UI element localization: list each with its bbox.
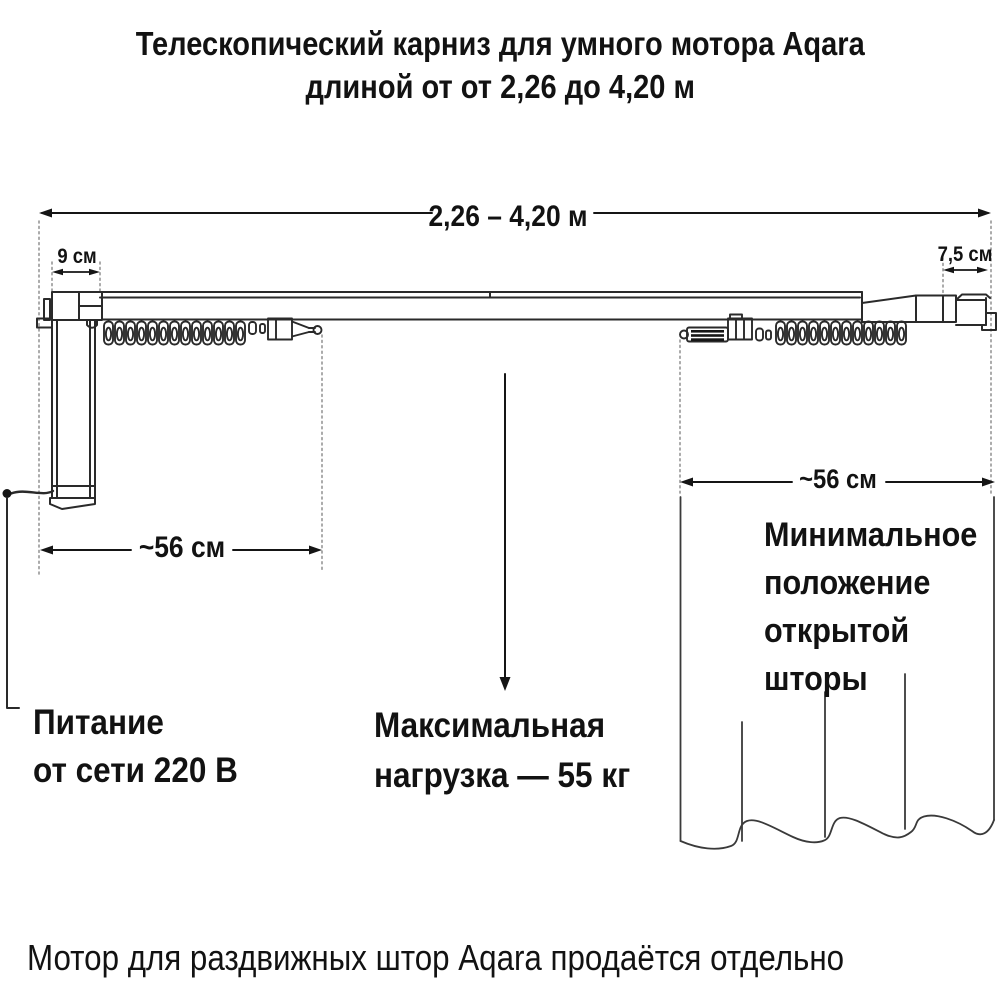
title-line2: длиной от от 2,26 до 4,20 м	[305, 68, 695, 105]
curtain-hem-wave	[679, 814, 995, 850]
dimension-arrow-left	[39, 208, 52, 218]
belt-runner-right	[679, 313, 772, 343]
motor-latch	[86, 319, 98, 329]
power-leader-line	[6, 497, 20, 709]
left-offset-label: 9 см	[57, 245, 97, 268]
right-min-stack-label: ~56 см	[799, 464, 877, 494]
power-supply-label: Питание от сети 220 В	[33, 703, 238, 790]
max-load-arrow	[499, 373, 511, 691]
power-cord	[2, 489, 55, 498]
dimension-line-7-5cm	[943, 266, 988, 274]
down-arrow-icon	[499, 677, 511, 691]
footer-note: Мотор для раздвижных штор Aqara продаётс…	[27, 937, 845, 978]
extension-lines	[38, 220, 992, 575]
right-offset-label: 7,5 см	[937, 243, 993, 266]
curtain-gliders-right	[775, 320, 907, 346]
motor-unit	[49, 319, 96, 510]
dimension-line-56cm-left	[40, 545, 322, 555]
page-title: Телескопический карниз для умного мотора…	[0, 22, 1000, 108]
title-line1: Телескопический карниз для умного мотора…	[135, 25, 865, 62]
dimension-line-overall	[39, 208, 991, 218]
cord-plug-dot	[2, 489, 12, 498]
rail-end-cap	[955, 293, 997, 331]
motor-bottom-cap	[49, 497, 96, 510]
left-min-stack-label: ~56 см	[138, 531, 226, 564]
overall-length-label: 2,26 – 4,20 м	[428, 200, 588, 233]
max-load-label: Максимальная нагрузка — 55 кг	[374, 706, 631, 795]
curtain-drawing	[679, 496, 995, 850]
belt-runner-left	[248, 317, 323, 341]
curtain-gliders-left	[103, 320, 246, 346]
dimension-line-56cm-right	[680, 477, 995, 487]
min-open-position-label: Минимальное положение открытой шторы	[764, 516, 978, 698]
dimension-line-9cm	[52, 268, 100, 276]
dimension-arrow-right	[978, 208, 991, 218]
rail-inner-section	[861, 294, 957, 323]
